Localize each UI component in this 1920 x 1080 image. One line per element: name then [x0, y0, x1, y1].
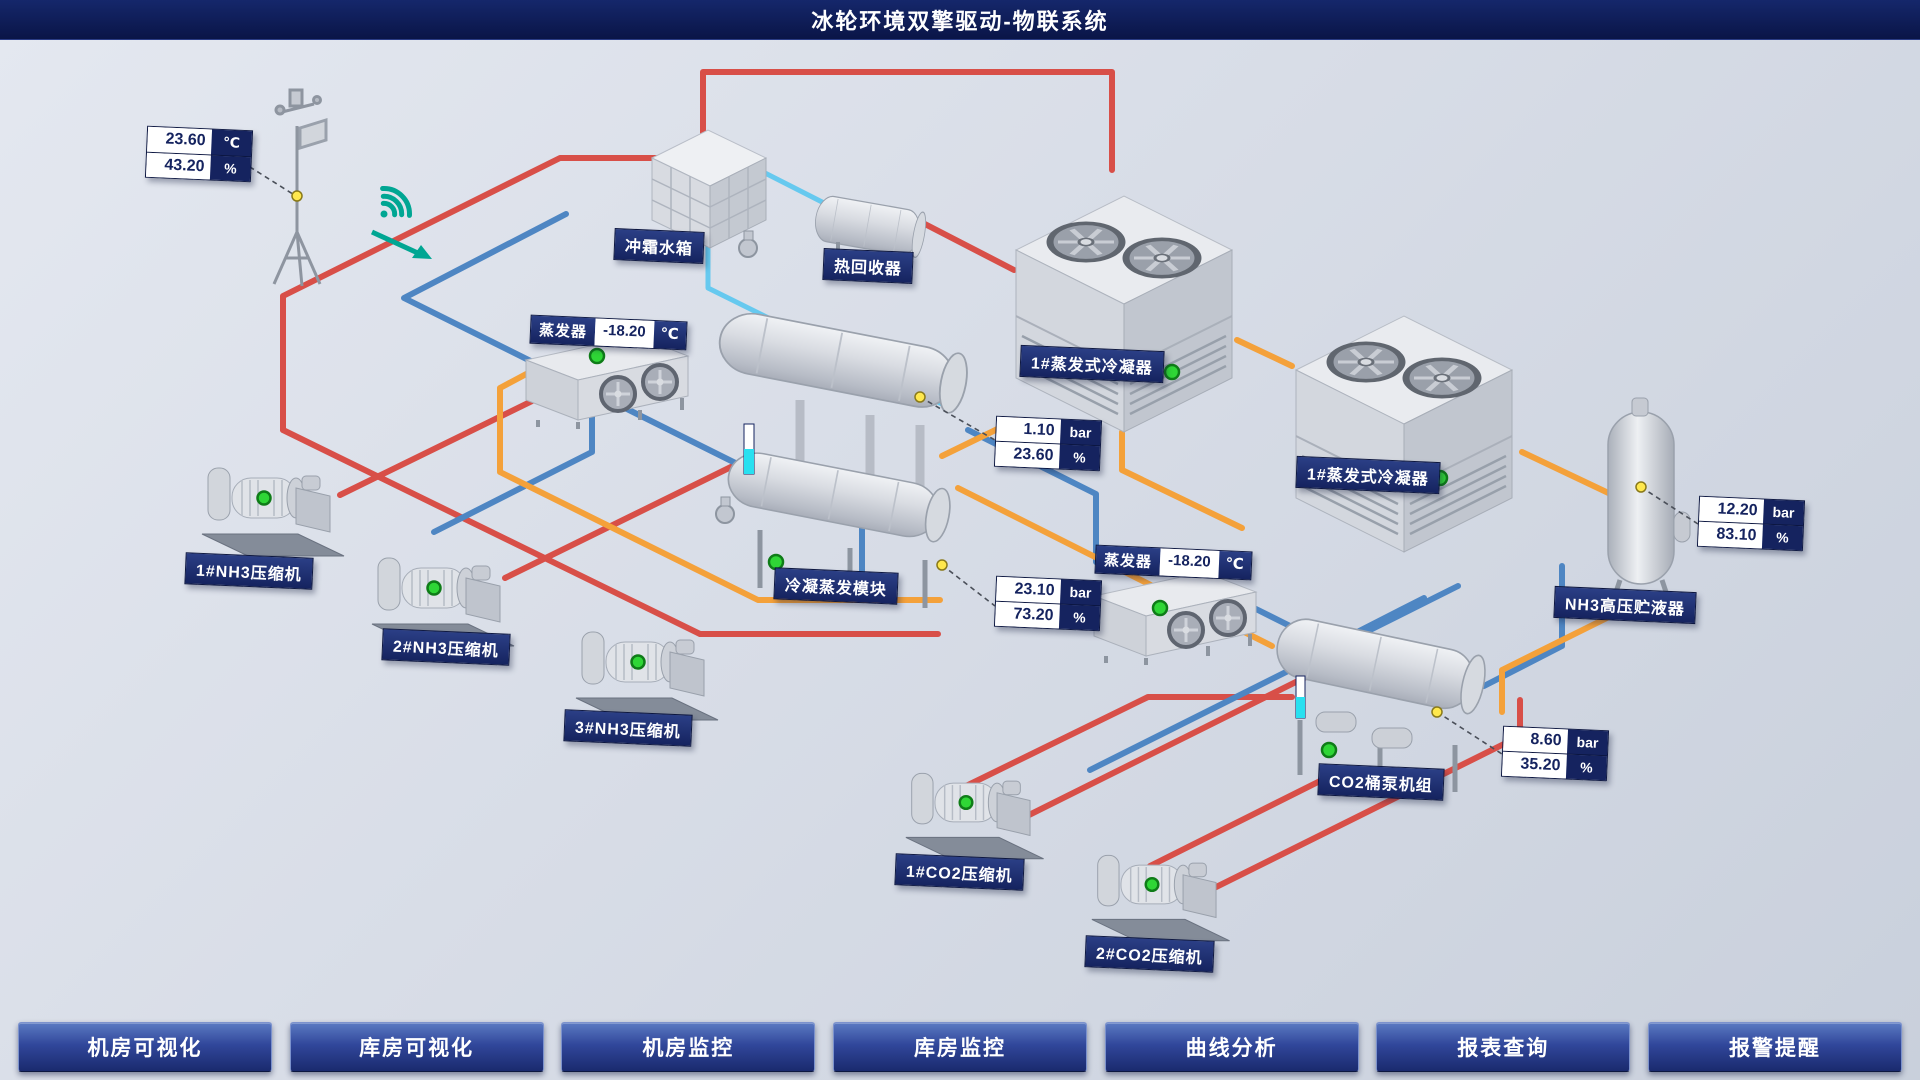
cond-evap-module-graphic: [713, 307, 973, 608]
nav-button-warehouse-visualization[interactable]: 库房可视化: [289, 1022, 544, 1072]
nav-button-curve-analysis[interactable]: 曲线分析: [1104, 1022, 1359, 1072]
label-nh3-receiver: NH3高压贮液器: [1553, 585, 1697, 625]
wifi-icon: [370, 186, 432, 259]
condenser-2-graphic: [1296, 316, 1512, 552]
weather-humidity-unit: %: [209, 155, 251, 182]
bottom-nav: 机房可视化 库房可视化 机房监控 库房监控 曲线分析 报表查询 报警提醒: [0, 1014, 1920, 1080]
weather-temp-unit: ℃: [210, 129, 253, 158]
label-co2-compressor-2: 2#CO2压缩机: [1084, 935, 1215, 973]
reading-unit: bar: [1566, 729, 1609, 757]
label-condenser-1: 1#蒸发式冷凝器: [1019, 344, 1165, 384]
weather-humidity-value: 43.20: [145, 152, 211, 180]
label-co2-pump-unit: CO2桶泵机组: [1317, 763, 1445, 801]
pipes-hot: [280, 69, 1523, 905]
evaporator-temp-unit: ℃: [1217, 550, 1252, 580]
reading-value: 35.20: [1501, 751, 1567, 779]
reading-condenser-line: 1.10 bar 23.60 %: [993, 415, 1103, 472]
status-dot-evaporator-left: [588, 347, 606, 365]
reading-receiver: 12.20 bar 83.10 %: [1696, 495, 1806, 552]
reading-unit: %: [1761, 524, 1803, 551]
reading-value: 83.10: [1697, 521, 1763, 549]
label-nh3-compressor-1: 1#NH3压缩机: [184, 552, 314, 590]
evaporator-name: 蒸发器: [530, 315, 596, 346]
reading-value: 23.60: [994, 441, 1060, 469]
evaporator-left-graphic: [524, 334, 690, 431]
reading-unit: %: [1058, 444, 1100, 471]
evaporator-temp-unit: ℃: [652, 320, 687, 350]
reading-co2-pump: 8.60 bar 35.20 %: [1500, 725, 1610, 782]
status-dot-co2-pump: [1320, 741, 1338, 759]
nav-button-alarm-reminder[interactable]: 报警提醒: [1647, 1022, 1902, 1072]
co2-compressor-2-graphic: [1090, 854, 1231, 942]
label-condenser-2: 1#蒸发式冷凝器: [1295, 455, 1441, 495]
reading-unit: bar: [1762, 499, 1805, 527]
reading-unit: %: [1565, 754, 1607, 781]
reading-value: 73.20: [994, 601, 1060, 629]
status-dot-evaporator-right: [1151, 599, 1169, 617]
co2-pump-unit-graphic: [1270, 613, 1491, 792]
pump-graphic: [738, 230, 758, 258]
header-bar: 冰轮环境双擎驱动-物联系统: [0, 0, 1920, 40]
label-co2-compressor-1: 1#CO2压缩机: [894, 853, 1025, 891]
nav-button-report-query[interactable]: 报表查询: [1376, 1022, 1631, 1072]
reading-unit: %: [1058, 604, 1100, 631]
co2-compressor-1-graphic: [904, 772, 1045, 860]
reading-module: 23.10 bar 73.20 %: [993, 575, 1103, 632]
nav-button-machine-room-monitoring[interactable]: 机房监控: [561, 1022, 816, 1072]
reading-unit: bar: [1059, 579, 1102, 607]
pump-graphic: [715, 496, 735, 524]
nh3-compressor-3-graphic: [574, 630, 720, 722]
weather-station-graphic: [272, 88, 328, 287]
status-dot-condenser-1: [1163, 363, 1181, 381]
label-heat-recovery: 热回收器: [822, 248, 914, 284]
reading-value: 1.10: [996, 416, 1062, 445]
evaporator-temp: -18.20: [1159, 548, 1220, 578]
nav-button-machine-room-visualization[interactable]: 机房可视化: [18, 1022, 272, 1072]
nh3-receiver-graphic: [1607, 397, 1691, 605]
nh3-compressor-1-graphic: [200, 466, 346, 558]
label-nh3-compressor-2: 2#NH3压缩机: [381, 628, 511, 666]
label-nh3-compressor-3: 3#NH3压缩机: [563, 709, 693, 747]
label-cond-evap-module: 冷凝蒸发模块: [773, 567, 899, 605]
reading-unit: bar: [1059, 419, 1102, 447]
reading-value: 8.60: [1503, 726, 1569, 755]
weather-temp-value: 23.60: [147, 126, 213, 156]
label-defrost-tank: 冲霜水箱: [613, 228, 705, 264]
defrost-tank-graphic: [650, 129, 768, 249]
page-title: 冰轮环境双擎驱动-物联系统: [811, 8, 1109, 34]
evaporator-name: 蒸发器: [1095, 545, 1161, 576]
condenser-1-graphic: [1016, 196, 1232, 432]
reading-value: 23.10: [996, 576, 1062, 605]
weather-readout: 23.60 ℃ 43.20 %: [144, 125, 254, 183]
evaporator-temp: -18.20: [594, 318, 655, 348]
evaporator-right-graphic: [1092, 570, 1258, 667]
leader-lines: [241, 161, 1699, 755]
signal-arrow-icon: [370, 229, 432, 259]
nav-button-warehouse-monitoring[interactable]: 库房监控: [832, 1022, 1087, 1072]
reading-value: 12.20: [1699, 496, 1765, 525]
